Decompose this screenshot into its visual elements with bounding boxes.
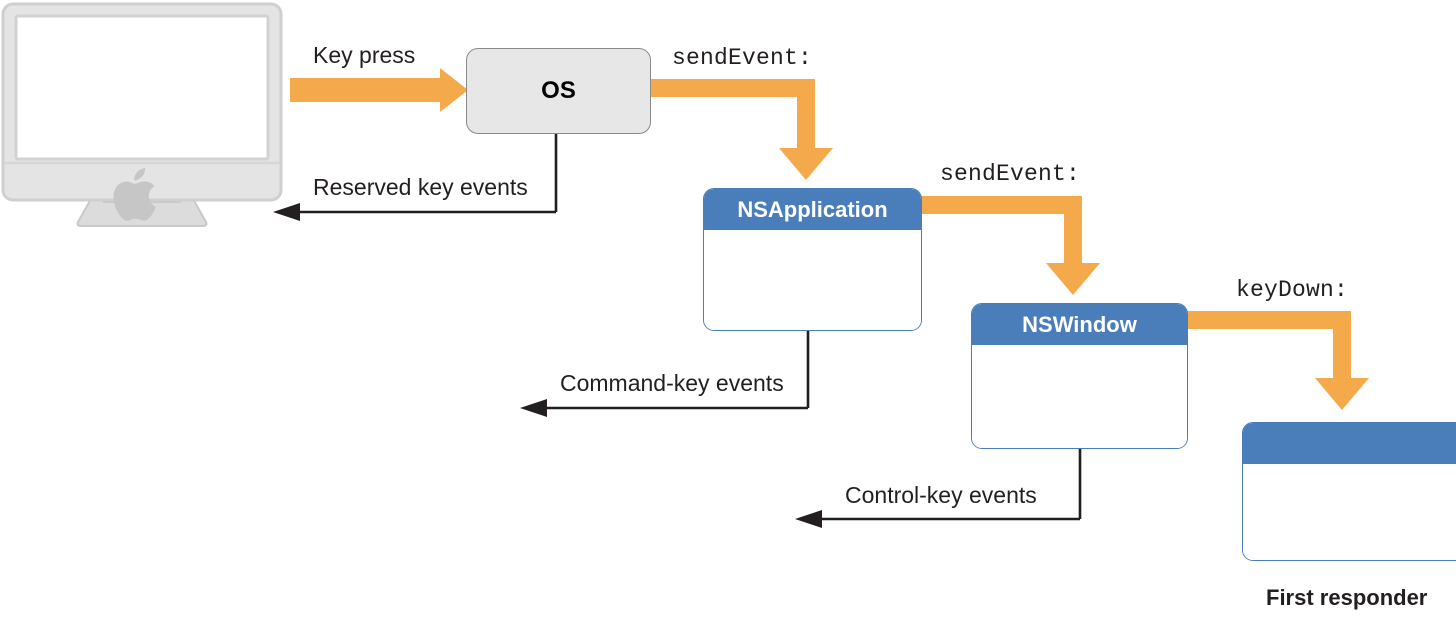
imac-display-icon <box>1 2 283 227</box>
arrow-nswindow-to-firstresponder <box>1186 311 1369 410</box>
arrow-nsapplication-to-nswindow <box>920 196 1100 295</box>
label-key-down: keyDown: <box>1236 277 1349 303</box>
arrow-control-key-events <box>795 448 1082 528</box>
label-reserved-key-events: Reserved key events <box>313 174 528 200</box>
node-nsapplication[interactable]: NSApplication <box>703 188 922 331</box>
label-send-event-nsapplication: sendEvent: <box>940 161 1081 187</box>
node-first-responder[interactable] <box>1242 422 1456 561</box>
node-first-responder-body <box>1243 464 1456 560</box>
arrow-os-to-nsapplication <box>650 79 833 180</box>
node-first-responder-header <box>1243 423 1456 464</box>
node-nswindow-body <box>972 345 1187 448</box>
node-nsapplication-header: NSApplication <box>704 189 921 230</box>
label-key-press: Key press <box>313 42 416 68</box>
arrow-reserved-key-events <box>273 133 558 221</box>
arrow-key-press <box>290 68 468 112</box>
label-send-event-os: sendEvent: <box>672 45 813 71</box>
node-os-label: OS <box>541 77 576 104</box>
node-nswindow-header: NSWindow <box>972 304 1187 345</box>
node-first-responder-caption: First responder <box>1266 585 1428 610</box>
node-nswindow[interactable]: NSWindow <box>971 303 1188 449</box>
node-os[interactable]: OS <box>466 48 651 134</box>
arrow-command-key-events <box>520 330 810 417</box>
node-nsapplication-body <box>704 230 921 330</box>
label-command-key-events: Command-key events <box>560 370 784 396</box>
apple-logo-icon <box>113 168 156 221</box>
label-control-key-events: Control-key events <box>845 482 1037 508</box>
